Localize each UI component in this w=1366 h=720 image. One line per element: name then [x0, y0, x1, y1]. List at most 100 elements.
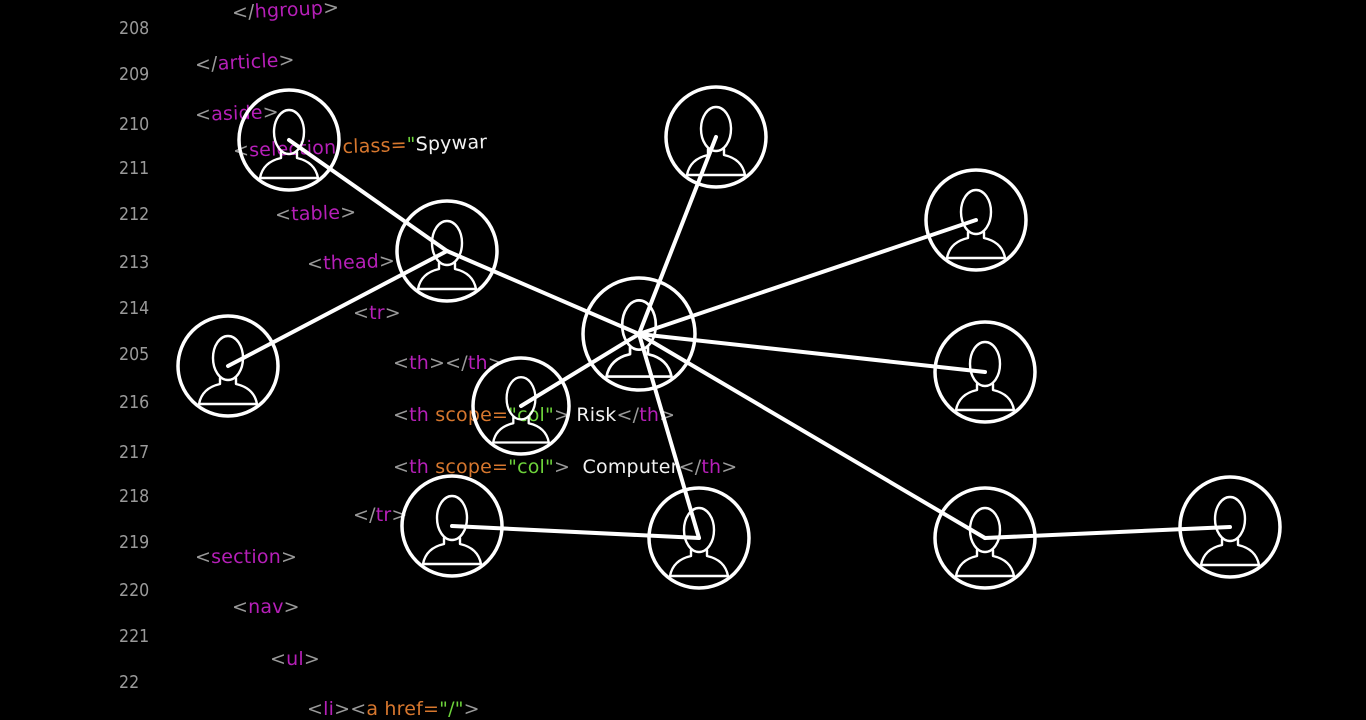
network-edge — [226, 249, 449, 368]
line-number: 220 — [119, 580, 150, 601]
node-ring — [933, 486, 1037, 590]
user-node-right-middle — [933, 320, 1037, 424]
code-token: < — [232, 596, 249, 618]
node-ring — [1178, 475, 1282, 579]
user-node-bottom-left — [400, 474, 504, 578]
network-edge — [287, 138, 449, 253]
code-token: < — [195, 546, 212, 568]
user-node-right-upper — [924, 168, 1028, 272]
code-token: </ — [353, 504, 376, 526]
network-edge — [637, 135, 718, 336]
code-token: "col" — [508, 456, 554, 478]
network-edge — [450, 524, 701, 540]
code-token: </ — [678, 456, 702, 478]
code-token: < — [307, 698, 324, 720]
code-token: > — [553, 456, 571, 478]
code-line: <section> — [195, 546, 297, 568]
person-icon — [197, 334, 259, 406]
node-ring — [395, 199, 499, 303]
code-token: > — [280, 546, 298, 568]
code-token: th — [409, 352, 430, 374]
node-ring — [924, 168, 1028, 272]
node-ring — [400, 474, 504, 578]
network-edge — [637, 218, 978, 336]
code-token: Computer — [570, 456, 679, 478]
line-number: 219 — [119, 532, 150, 553]
code-token: section — [211, 546, 281, 568]
network-edge — [983, 525, 1232, 540]
code-line: <th scope="col"> Risk</th> — [393, 404, 675, 426]
code-token: > — [721, 456, 738, 478]
user-node-top-center — [664, 85, 768, 189]
person-icon — [1199, 495, 1261, 567]
code-token: < — [353, 302, 370, 324]
line-number: 208 — [119, 18, 150, 39]
code-token: > — [463, 698, 480, 720]
code-token: < — [393, 404, 410, 426]
code-token: ></ — [429, 352, 468, 374]
code-line: <li><a href="/"> — [307, 698, 480, 720]
code-line: <tr> — [353, 302, 401, 324]
code-token: ul — [286, 648, 304, 670]
code-token: < — [270, 648, 287, 670]
person-icon — [954, 506, 1016, 578]
node-ring — [647, 486, 751, 590]
code-token: </ — [616, 404, 640, 426]
code-token: nav — [248, 596, 284, 618]
user-node-left-upper — [395, 199, 499, 303]
line-number: 210 — [119, 114, 150, 135]
line-number: 209 — [119, 64, 150, 85]
code-token: th — [701, 456, 722, 478]
line-number: 205 — [119, 344, 150, 365]
line-number: 211 — [119, 158, 150, 179]
line-number: 218 — [119, 486, 150, 507]
network-edge — [637, 332, 987, 374]
code-token: > — [303, 648, 320, 670]
line-number: 22 — [119, 672, 140, 693]
code-token: scope= — [429, 456, 509, 478]
code-token: scope= — [429, 404, 509, 426]
node-ring — [664, 85, 768, 189]
person-icon — [258, 108, 320, 180]
code-token: a href= — [366, 698, 440, 720]
code-token: > — [384, 302, 401, 324]
person-icon — [416, 219, 478, 291]
person-icon — [421, 494, 483, 566]
person-icon — [668, 506, 730, 578]
code-token: th — [467, 352, 488, 374]
user-node-hub — [581, 276, 697, 392]
person-icon — [954, 340, 1016, 412]
code-token: tr — [369, 302, 385, 324]
user-node-bottom-center — [647, 486, 751, 590]
node-ring — [176, 314, 280, 418]
person-icon — [492, 376, 550, 444]
code-token: th — [639, 404, 660, 426]
code-token: tr — [375, 504, 392, 526]
user-node-far-right — [1178, 475, 1282, 579]
node-ring — [581, 276, 697, 392]
user-node-right-lower — [933, 486, 1037, 590]
person-icon — [685, 105, 747, 177]
node-ring — [933, 320, 1037, 424]
code-token: th — [409, 404, 430, 426]
user-node-top-left — [237, 88, 341, 192]
node-ring — [237, 88, 341, 192]
code-token: >< — [334, 698, 367, 720]
user-node-left — [176, 314, 280, 418]
line-number: 214 — [119, 298, 150, 319]
person-icon — [945, 188, 1007, 260]
network-edge — [637, 332, 987, 540]
line-number: 212 — [119, 204, 150, 225]
user-node-center-small — [471, 356, 571, 456]
code-line: <ul> — [270, 648, 320, 670]
network-edge — [445, 249, 641, 336]
code-token: < — [393, 456, 410, 478]
network-edge — [637, 332, 701, 540]
network-edge — [519, 332, 641, 408]
code-token: th — [409, 456, 430, 478]
line-number: 217 — [119, 442, 150, 463]
node-ring — [471, 356, 571, 456]
code-token: < — [393, 352, 410, 374]
